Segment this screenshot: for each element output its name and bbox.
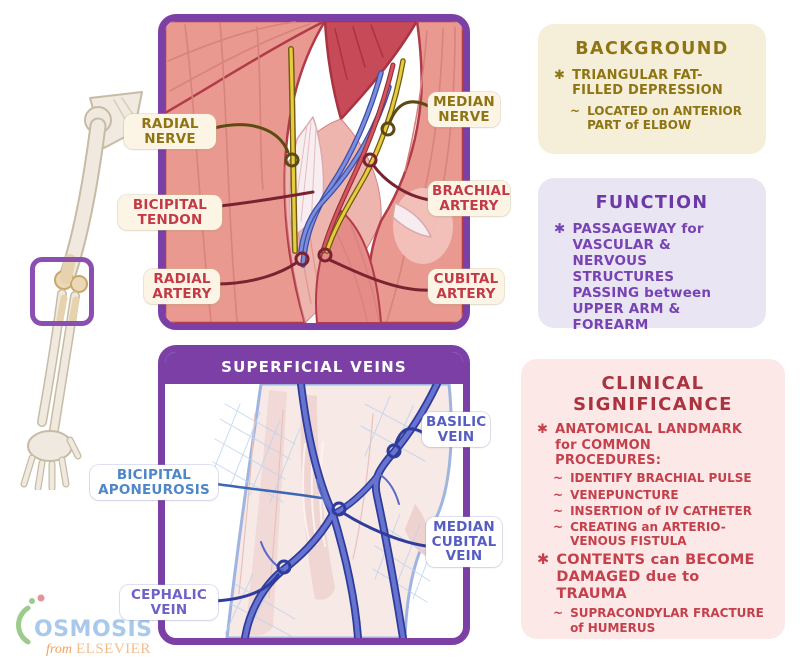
label-cephalic-vein: CEPHALIC VEIN — [120, 585, 218, 621]
clinical-sub-text: CREATING an ARTERIO-VENOUS FISTULA — [570, 519, 726, 548]
label-cubital-artery: CUBITAL ARTERY — [428, 269, 504, 305]
tilde-bullet: ~ — [553, 519, 564, 534]
label-radial-nerve: RADIAL NERVE — [124, 114, 216, 150]
asterisk-bullet: ✱ — [554, 221, 566, 238]
clinical-sub-text: VENEPUNCTURE — [570, 487, 679, 502]
tilde-bullet: ~ — [553, 471, 564, 486]
background-sub-text: LOCATED on ANTERIOR PART of ELBOW — [587, 103, 742, 132]
label-bicipital-tendon: BICIPITAL TENDON — [118, 195, 222, 231]
label-bicipital-aponeurosis: BICIPITAL APONEUROSIS — [90, 465, 218, 501]
label-radial-artery: RADIAL ARTERY — [144, 269, 220, 305]
label-brachial-artery: BRACHIAL ARTERY — [428, 181, 510, 217]
function-title: FUNCTION — [595, 193, 709, 213]
logo-pink-dot-icon — [37, 594, 45, 602]
asterisk-bullet: ✱ — [537, 422, 549, 438]
logo-green-dot-icon — [29, 598, 35, 604]
elbow-highlight-box — [30, 257, 94, 326]
clinical-sub-text: IDENTIFY BRACHIAL PULSE — [570, 471, 752, 486]
tilde-bullet: ~ — [553, 503, 564, 518]
asterisk-bullet: ✱ — [537, 552, 550, 569]
osmosis-logo-art: OSMOSIS from ELSEVIER — [16, 594, 152, 657]
clinical-bullet-text: ANATOMICAL LANDMARK for COMMON PROCEDURE… — [555, 422, 743, 469]
tilde-bullet: ~ — [570, 103, 581, 118]
asterisk-bullet: ✱ — [554, 68, 566, 84]
clinical-sub-text: SUPRACONDYLAR FRACTURE of HUMERUS — [570, 606, 764, 635]
tilde-bullet: ~ — [553, 487, 564, 502]
label-basilic-vein: BASILIC VEIN — [422, 412, 490, 448]
background-bullet-text: TRIANGULAR FAT-FILLED DEPRESSION — [572, 68, 723, 99]
function-bullet-text: PASSAGEWAY for VASCULAR & NERVOUS STRUCT… — [572, 221, 712, 333]
clinical-bullet-text: CONTENTS can BECOME DAMAGED due to TRAUM… — [556, 552, 755, 603]
clinical-sub-text: INSERTION of IV CATHETER — [570, 503, 752, 518]
label-median-cubital-vein: MEDIAN CUBITAL VEIN — [426, 517, 502, 567]
logo-publisher-text: ELSEVIER — [76, 641, 151, 656]
background-panel: BACKGROUND ✱ TRIANGULAR FAT-FILLED DEPRE… — [538, 24, 766, 154]
clinical-significance-panel: CLINICAL SIGNIFICANCE ✱ ANATOMICAL LANDM… — [521, 359, 785, 639]
superficial-veins-header: SUPERFICIAL VEINS — [165, 352, 463, 384]
logo-arc-icon — [16, 605, 31, 645]
background-title: BACKGROUND — [575, 39, 729, 59]
logo-from-text: from — [46, 642, 72, 656]
osmosis-logo: OSMOSIS from ELSEVIER — [12, 592, 152, 659]
tilde-bullet: ~ — [553, 606, 564, 621]
label-median-nerve: MEDIAN NERVE — [428, 92, 500, 128]
logo-brand-text: OSMOSIS — [34, 617, 152, 642]
function-panel: FUNCTION ✱ PASSAGEWAY for VASCULAR & NER… — [538, 178, 766, 333]
clinical-title: CLINICAL SIGNIFICANCE — [573, 373, 733, 415]
